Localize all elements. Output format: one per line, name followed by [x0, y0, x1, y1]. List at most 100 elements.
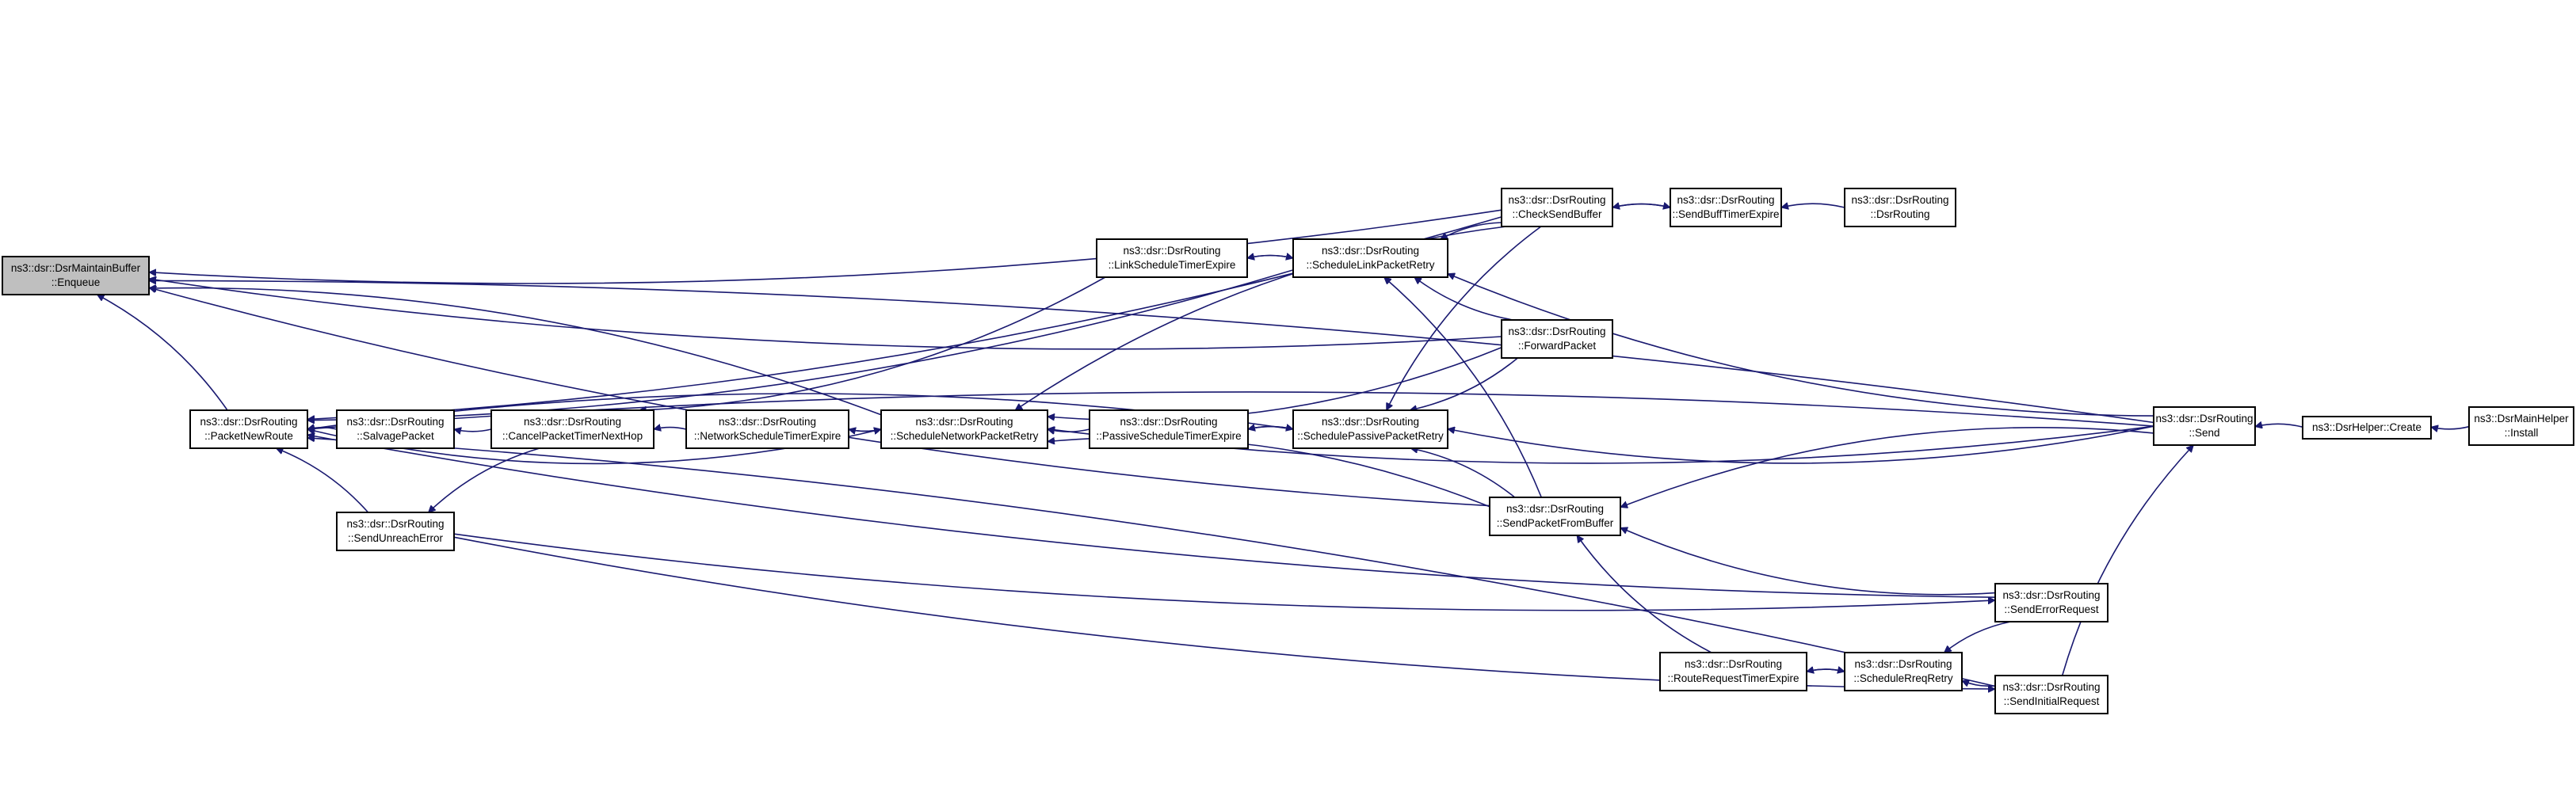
node-label-method: ::ForwardPacket: [1518, 340, 1597, 352]
edge-checkSendBuffer-to-schedLinkRetry: [1441, 222, 1502, 240]
node-sendFromBuffer[interactable]: ns3::dsr::DsrRouting::SendPacketFromBuff…: [1489, 497, 1621, 536]
node-label-method: ::NetworkScheduleTimerExpire: [694, 430, 841, 442]
node-schedNetRetry[interactable]: ns3::dsr::DsrRouting::ScheduleNetworkPac…: [880, 409, 1048, 449]
edge-sendErrorReq-to-sendFromBuffer: [1620, 527, 1996, 596]
edge-forwardPacket-to-enqueue: [149, 279, 1502, 350]
edge-path: [848, 429, 881, 431]
edge-path: [149, 280, 2154, 424]
node-box: [2, 256, 150, 295]
edge-sendErrorReq-to-schedRreqRetry: [1944, 621, 2011, 653]
node-send[interactable]: ns3::dsr::DsrRouting::Send: [2153, 406, 2256, 446]
edge-path: [2255, 424, 2303, 427]
edge-sendFromBuffer-to-enqueue: [149, 287, 1490, 507]
node-schedRreqRetry[interactable]: ns3::dsr::DsrRouting::ScheduleRreqRetry: [1844, 652, 1963, 691]
node-dsrRouting[interactable]: ns3::dsr::DsrRouting::DsrRouting: [1844, 188, 1956, 227]
node-label-namespace: ns3::DsrHelper::Create: [2312, 421, 2421, 433]
node-box: [2468, 406, 2574, 446]
edge-routeReqTimer-to-sendFromBuffer: [1576, 535, 1712, 653]
edge-sendUnreach-to-sendErrorReq: [453, 533, 1995, 611]
node-box: [1844, 188, 1956, 227]
node-cancelTimer[interactable]: ns3::dsr::DsrRouting::CancelPacketTimerN…: [490, 409, 654, 449]
edge-path: [307, 435, 1996, 598]
node-label-method: ::ScheduleRreqRetry: [1853, 672, 1953, 684]
edge-path: [149, 279, 1502, 350]
edge-checkSendBuffer-to-schedPassiveRetry: [1385, 226, 1542, 410]
node-linkSchedTimer[interactable]: ns3::dsr::DsrRouting::LinkScheduleTimerE…: [1096, 238, 1248, 278]
edge-sendInitialReq-to-packetNewRoute: [307, 438, 1996, 687]
edge-sendErrorReq-to-packetNewRoute: [307, 435, 1996, 598]
node-box: [1501, 319, 1613, 359]
node-box: [2302, 416, 2432, 440]
node-schedPassiveRetry[interactable]: ns3::dsr::DsrRouting::SchedulePassivePac…: [1292, 409, 1448, 449]
node-box: [490, 409, 654, 449]
node-schedLinkRetry[interactable]: ns3::dsr::DsrRouting::ScheduleLinkPacket…: [1292, 238, 1448, 278]
node-sendErrorReq[interactable]: ns3::dsr::DsrRouting::SendErrorRequest: [1994, 583, 2109, 622]
node-passiveSchedTimer[interactable]: ns3::dsr::DsrRouting::PassiveScheduleTim…: [1089, 409, 1249, 449]
node-sendBuffTimer[interactable]: ns3::dsr::DsrRouting::SendBuffTimerExpir…: [1670, 188, 1782, 227]
edge-mainHelperInstall-to-helperCreate: [2431, 427, 2470, 429]
node-forwardPacket[interactable]: ns3::dsr::DsrRouting::ForwardPacket: [1501, 319, 1613, 359]
edge-send-to-schedPassiveRetry: [1448, 425, 2154, 464]
edge-path: [97, 294, 228, 411]
edge-path: [1385, 226, 1542, 410]
node-label-namespace: ns3::dsr::DsrMaintainBuffer: [11, 262, 141, 274]
edge-passiveSchedTimer-to-schedPassiveRetry: [1247, 427, 1293, 429]
node-box: [1096, 238, 1248, 278]
edge-path: [1441, 222, 1502, 240]
node-label-method: ::SendBuffTimerExpire: [1672, 208, 1779, 220]
edge-path: [307, 438, 1996, 687]
edge-sendUnreach-to-packetNewRoute: [276, 448, 369, 513]
edge-path: [149, 287, 1490, 507]
node-salvagePacket[interactable]: ns3::dsr::DsrRouting::SalvagePacket: [336, 409, 455, 449]
edge-linkSchedTimer-to-cancelTimer: [639, 276, 1106, 410]
node-label-method: ::LinkScheduleTimerExpire: [1109, 259, 1236, 271]
edge-path: [1620, 527, 1996, 596]
node-routeReqTimer[interactable]: ns3::dsr::DsrRouting::RouteRequestTimerE…: [1659, 652, 1807, 691]
node-box: [189, 409, 308, 449]
edge-path: [1612, 204, 1670, 207]
edge-path: [639, 276, 1106, 410]
node-label-method: ::SchedulePassivePacketRetry: [1297, 430, 1444, 442]
edge-linkSchedTimer-to-schedLinkRetry: [1246, 256, 1293, 259]
edge-path: [276, 448, 369, 513]
node-sendUnreach[interactable]: ns3::dsr::DsrRouting::SendUnreachError: [336, 512, 455, 551]
edge-sendFromBuffer-to-schedPassiveRetry: [1410, 448, 1516, 498]
node-box: [1489, 497, 1621, 536]
node-label-method: ::CancelPacketTimerNextHop: [502, 430, 643, 442]
node-label-namespace: ns3::dsr::DsrRouting: [1322, 245, 1419, 257]
node-label-method: ::SendInitialRequest: [2004, 695, 2100, 707]
edge-path: [1015, 226, 1506, 411]
edge-path: [2061, 445, 2194, 676]
edge-path: [429, 447, 540, 512]
edge-path: [2431, 427, 2470, 429]
node-label-namespace: ns3::dsr::DsrRouting: [2002, 589, 2100, 601]
edge-send-to-schedLinkRetry: [1448, 274, 2154, 417]
edge-helperCreate-to-send: [2255, 424, 2303, 427]
node-enqueue[interactable]: ns3::dsr::DsrMaintainBuffer::Enqueue: [2, 256, 150, 295]
edge-packetNewRoute-to-enqueue: [97, 294, 228, 411]
node-label-method: ::PacketNewRoute: [204, 430, 293, 442]
node-label-method: ::SalvagePacket: [357, 430, 434, 442]
node-sendInitialReq[interactable]: ns3::dsr::DsrRouting::SendInitialRequest: [1994, 675, 2109, 714]
node-label-namespace: ns3::dsr::DsrRouting: [1677, 194, 1774, 206]
node-label-namespace: ns3::dsr::DsrRouting: [1851, 194, 1948, 206]
node-mainHelperInstall[interactable]: ns3::DsrMainHelper::Install: [2468, 406, 2574, 446]
edge-path: [453, 533, 1995, 611]
node-checkSendBuffer[interactable]: ns3::dsr::DsrRouting::CheckSendBuffer: [1501, 188, 1613, 227]
node-label-method: ::SendUnreachError: [348, 532, 444, 544]
node-box: [1292, 409, 1448, 449]
node-label-method: ::PassiveScheduleTimerExpire: [1096, 430, 1241, 442]
edge-schedLinkRetry-to-packetNewRoute: [307, 269, 1294, 421]
node-label-method: ::CheckSendBuffer: [1512, 208, 1602, 220]
edge-path: [454, 429, 492, 432]
node-packetNewRoute[interactable]: ns3::dsr::DsrRouting::PacketNewRoute: [189, 409, 308, 449]
edge-checkSendBuffer-to-sendBuffTimer: [1612, 204, 1670, 207]
node-helperCreate[interactable]: ns3::DsrHelper::Create: [2302, 416, 2432, 440]
node-netSchedTimer[interactable]: ns3::dsr::DsrRouting::NetworkScheduleTim…: [685, 409, 849, 449]
edge-path: [1246, 256, 1293, 259]
edge-forwardPacket-to-schedNetRetry: [1048, 346, 1502, 421]
edge-cancelTimer-to-salvagePacket: [454, 429, 492, 432]
node-box: [1670, 188, 1782, 227]
edge-path: [149, 209, 1502, 284]
